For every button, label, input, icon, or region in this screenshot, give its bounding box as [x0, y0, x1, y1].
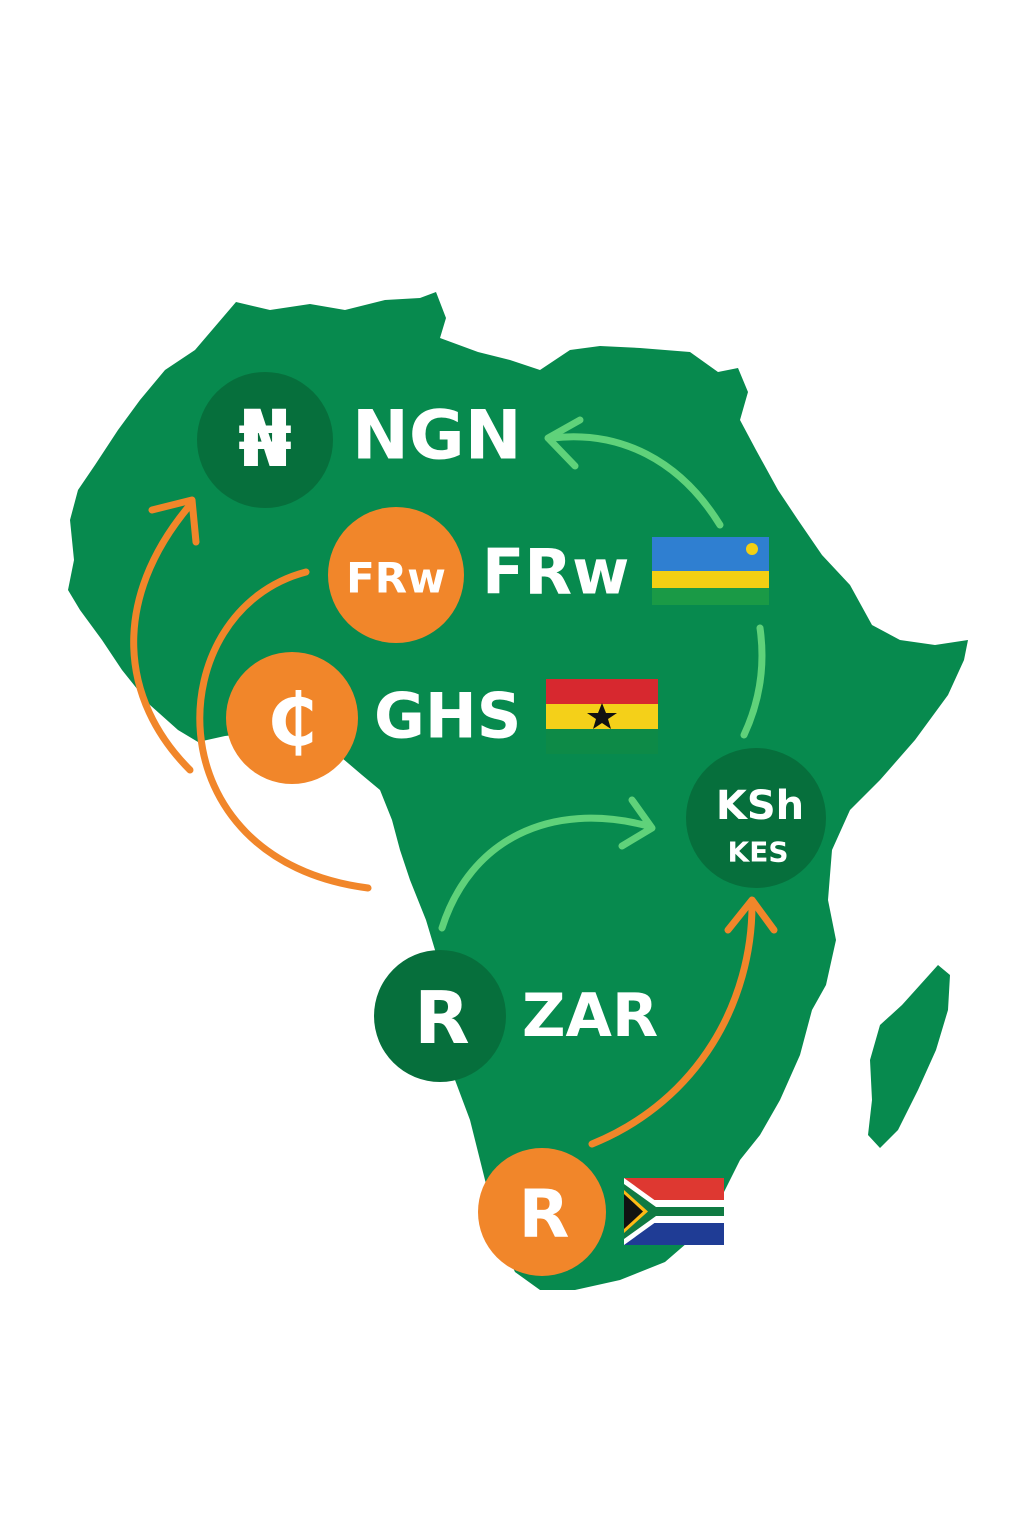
ngn-symbol: ₦ — [238, 395, 292, 485]
ghana-flag-icon — [546, 679, 658, 754]
ghs-badge — [226, 652, 358, 784]
zar-symbol: R — [414, 976, 469, 1060]
ngn-badge — [197, 372, 333, 508]
ghs-code: GHS — [374, 680, 521, 753]
kes-badge — [686, 748, 826, 888]
ghs-symbol: ₵ — [267, 678, 317, 762]
orange-arrowhead-kes — [724, 896, 778, 934]
orange-arc-loop — [196, 568, 372, 892]
green-arrow-zar-to-kes — [438, 814, 652, 932]
rwf-currency-group: FRw FRw — [328, 507, 769, 643]
madagascar-shape — [868, 965, 950, 1148]
rwf-symbol: FRw — [346, 554, 446, 603]
green-arrowhead-kes — [618, 796, 656, 850]
green-link-rwanda-kes — [740, 624, 766, 739]
green-arrow-to-ngn — [548, 433, 724, 529]
green-arrowhead-ngn — [544, 416, 584, 470]
zar-orange-group: R — [478, 1148, 724, 1276]
rwf-badge — [328, 507, 464, 643]
orange-arrow-to-ngn — [130, 501, 194, 774]
zar-currency-group: R ZAR — [374, 950, 658, 1082]
kes-code: KES — [728, 836, 789, 869]
orange-arrowhead-ngn — [148, 496, 200, 546]
kes-currency-group: KSh KES — [686, 748, 826, 888]
orange-arrow-to-kes — [588, 901, 756, 1148]
rwf-code: FRw — [482, 536, 629, 609]
rwanda-flag-icon — [652, 537, 769, 605]
ngn-currency-group: ₦ NGN — [197, 372, 522, 508]
ngn-code: NGN — [352, 397, 522, 476]
ghs-currency-group: ₵ GHS — [226, 652, 658, 784]
kes-symbol: KSh — [716, 783, 804, 829]
south-africa-flag-icon — [624, 1178, 724, 1245]
zar-orange-badge — [478, 1148, 606, 1276]
zar-badge — [374, 950, 506, 1082]
zar-code: ZAR — [522, 981, 658, 1051]
zar-orange-symbol: R — [519, 1176, 570, 1253]
